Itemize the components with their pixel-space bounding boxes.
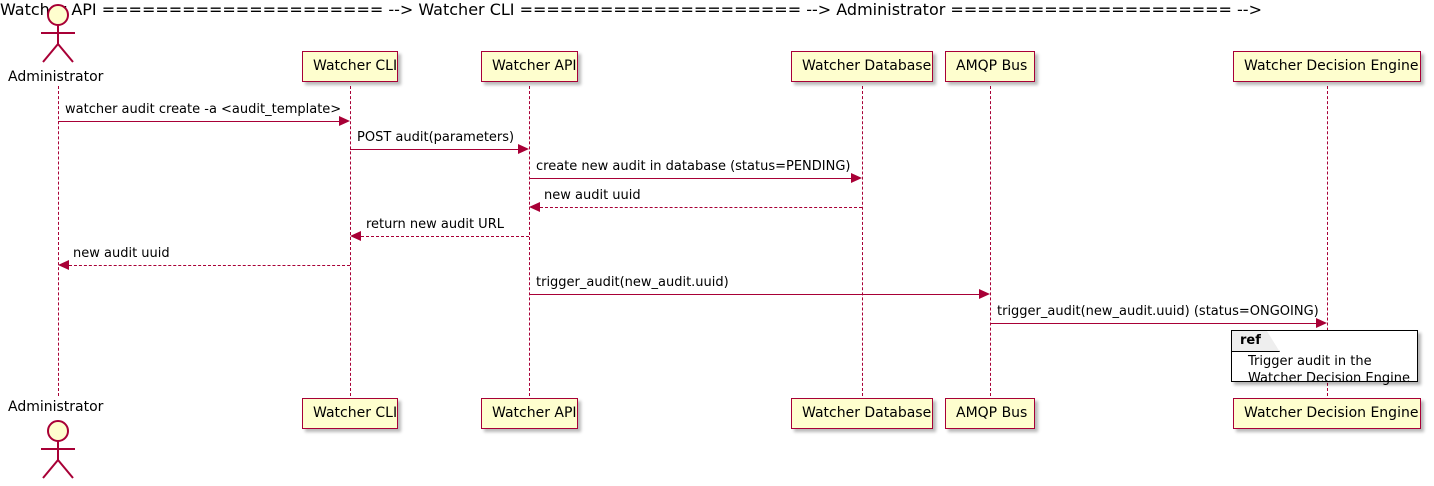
participant-watcher-api-top[interactable]: Watcher API <box>481 51 578 82</box>
message-arrowhead-8 <box>1316 318 1327 328</box>
message-label-4: new audit uuid <box>544 188 641 203</box>
message-arrowhead-1 <box>339 116 350 126</box>
lifeline-amqp-bus <box>990 86 991 396</box>
participant-watcher-database-bottom[interactable]: Watcher Database <box>791 398 933 429</box>
lifeline-watcher-database <box>862 86 863 396</box>
message-line-2 <box>350 149 523 150</box>
lifeline-watcher-cli <box>350 86 351 396</box>
participant-watcher-database-top[interactable]: Watcher Database <box>791 51 933 82</box>
actor-administrator-bottom <box>41 420 75 479</box>
message-line-3 <box>529 178 856 179</box>
ref-fragment: ref Trigger audit in the Watcher Decisio… <box>1231 330 1418 386</box>
message-arrowhead-5 <box>350 231 361 241</box>
ref-fragment-tab-label: ref <box>1232 331 1280 352</box>
message-line-8 <box>990 323 1321 324</box>
participant-watcher-cli-bottom[interactable]: Watcher CLI <box>302 398 398 429</box>
message-arrowhead-6 <box>58 260 69 270</box>
message-arrowhead-3 <box>851 173 862 183</box>
message-line-7 <box>529 294 984 295</box>
message-arrowhead-4 <box>529 202 540 212</box>
participant-watcher-decision-engine-top[interactable]: Watcher Decision Engine <box>1233 51 1421 82</box>
participant-watcher-api-bottom[interactable]: Watcher API <box>481 398 578 429</box>
message-arrowhead-7 <box>979 289 990 299</box>
message-line-6 <box>69 265 350 266</box>
lifeline-watcher-api <box>529 86 530 396</box>
participant-watcher-cli-top[interactable]: Watcher CLI <box>302 51 398 82</box>
message-arrowhead-2 <box>518 144 529 154</box>
message-label-7: trigger_audit(new_audit.uuid) <box>536 275 729 290</box>
message-label-2: POST audit(parameters) <box>357 130 515 145</box>
lifeline-administrator <box>58 86 59 396</box>
message-label-1: watcher audit create -a <audit_template> <box>65 102 342 117</box>
participant-amqp-bus-top[interactable]: AMQP Bus <box>945 51 1035 82</box>
message-line-5 <box>361 236 529 237</box>
message-line-1 <box>58 121 344 122</box>
participant-amqp-bus-bottom[interactable]: AMQP Bus <box>945 398 1035 429</box>
actor-administrator-top <box>41 4 75 63</box>
participant-watcher-decision-engine-bottom[interactable]: Watcher Decision Engine <box>1233 398 1421 429</box>
actor-label-administrator-bottom: Administrator <box>8 399 104 415</box>
message-label-3: create new audit in database (status=PEN… <box>536 159 851 174</box>
message-label-8: trigger_audit(new_audit.uuid) (status=ON… <box>997 304 1319 319</box>
lifeline-watcher-decision-engine <box>1327 86 1328 396</box>
actor-label-administrator-top: Administrator <box>8 69 104 85</box>
message-label-5: return new audit URL <box>366 217 504 232</box>
message-label-6: new audit uuid <box>73 246 170 261</box>
message-line-4 <box>540 207 862 208</box>
ref-fragment-text: Trigger audit in the Watcher Decision En… <box>1248 354 1410 386</box>
